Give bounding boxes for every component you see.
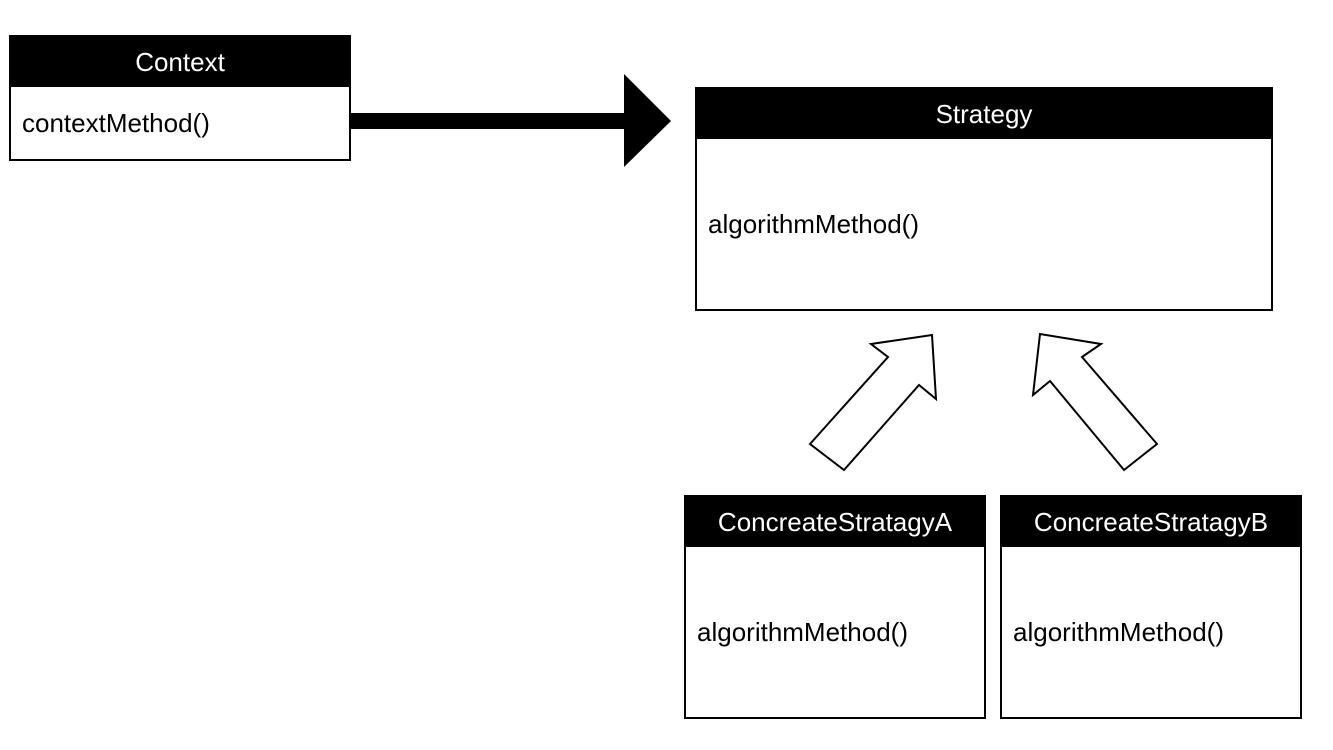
strategy-class-box: Strategy algorithmMethod() bbox=[695, 87, 1273, 311]
context-to-strategy-arrow bbox=[348, 74, 671, 167]
strategy-class-name: Strategy bbox=[697, 89, 1271, 139]
association-arrow-head bbox=[624, 74, 671, 167]
strategy-class-body: algorithmMethod() bbox=[697, 139, 1271, 309]
context-class-name: Context bbox=[11, 37, 349, 87]
context-class-body: contextMethod() bbox=[11, 87, 349, 159]
concrete-b-class-box: ConcreateStratagyB algorithmMethod() bbox=[1000, 495, 1302, 719]
concrete-a-method: algorithmMethod() bbox=[697, 616, 908, 647]
concrete-a-class-body: algorithmMethod() bbox=[686, 547, 984, 717]
context-class-box: Context contextMethod() bbox=[9, 35, 351, 161]
concrete-b-class-name: ConcreateStratagyB bbox=[1002, 497, 1300, 547]
strategy-method: algorithmMethod() bbox=[708, 208, 919, 239]
context-method: contextMethod() bbox=[22, 107, 210, 138]
concrete-a-class-box: ConcreateStratagyA algorithmMethod() bbox=[684, 495, 986, 719]
concrete-b-method: algorithmMethod() bbox=[1013, 616, 1224, 647]
concrete-a-inheritance-arrow bbox=[808, 333, 938, 472]
association-arrow-shaft bbox=[348, 113, 628, 129]
concrete-b-inheritance-arrow bbox=[1031, 332, 1159, 472]
concrete-a-class-name: ConcreateStratagyA bbox=[686, 497, 984, 547]
concrete-b-class-body: algorithmMethod() bbox=[1002, 547, 1300, 717]
